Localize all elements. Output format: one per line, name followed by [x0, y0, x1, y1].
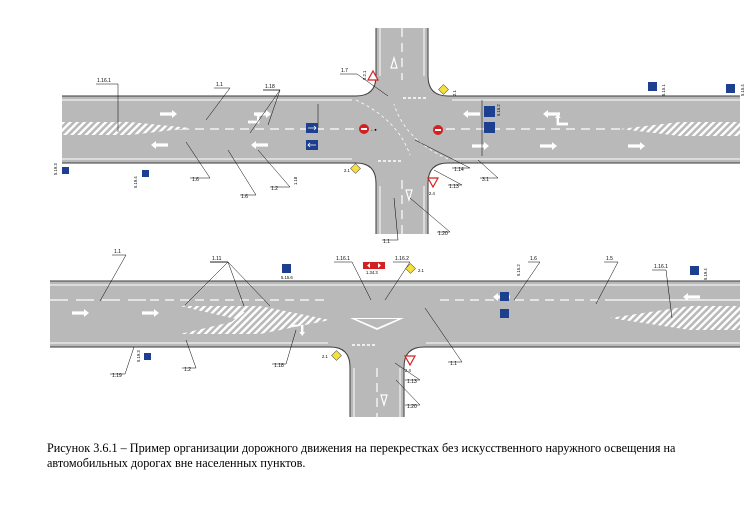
- sign-5-15-1-left: [306, 123, 318, 150]
- label-1-6-b: 1.6: [241, 194, 248, 200]
- bottom-intersection: [50, 280, 740, 417]
- label-b-1-5: 1.5: [606, 256, 613, 262]
- sign-label-5-19-4: 5.19.4: [133, 176, 138, 188]
- sign-5-19-3-left: [62, 167, 69, 174]
- label-1-1: 1.1: [216, 82, 223, 88]
- label-b-1-19: 1.19: [112, 373, 122, 379]
- label-1-18: 1.18: [265, 84, 275, 90]
- svg-text:2.4: 2.4: [429, 191, 435, 196]
- sign-no-entry-left: ←●: [359, 124, 377, 134]
- sign-yield-bottom-road: 2.4: [403, 355, 417, 373]
- svg-text:5.15.2: 5.15.2: [496, 104, 501, 116]
- label-b-1-13: 1.13: [407, 379, 417, 385]
- bottom-label-leaders: [99, 254, 673, 406]
- svg-text:8.2.1: 8.2.1: [362, 70, 367, 80]
- svg-text:2.1: 2.1: [322, 354, 328, 359]
- top-signs: 5.19.3 5.19.4 2.1 ←● 8.2.1 2.1 2.4: [53, 69, 745, 196]
- sign-5-15-4-far: 5.15.4: [726, 84, 745, 96]
- label-b-1-20: 1.20: [407, 404, 417, 410]
- label-b-1-6: 1.6: [530, 256, 537, 262]
- sign-5-15-1-far: 5.15.1: [648, 82, 666, 96]
- svg-text:2.1: 2.1: [418, 268, 424, 273]
- bottom-labels: 1.1 1.11 1.16.1 1.16.2 1.6 1.5 1.16.1 1.…: [112, 249, 668, 410]
- sign-yield-top: 8.2.1: [362, 69, 380, 81]
- bottom-main-road: [50, 281, 740, 347]
- svg-text:5.19.4: 5.19.4: [703, 268, 708, 280]
- svg-text:2.4: 2.4: [405, 368, 411, 373]
- sign-yield-bottom: 2.4: [426, 177, 440, 196]
- svg-text:5.19.3: 5.19.3: [136, 350, 141, 362]
- label-1-13: 1.13: [449, 184, 459, 190]
- sign-priority-bottom-left: 2.1: [322, 350, 342, 361]
- svg-text:1.34.3: 1.34.3: [366, 270, 378, 275]
- label-1-14: 1.14: [454, 167, 464, 173]
- label-1-2: 1.2: [271, 186, 278, 192]
- label-b-1-16-1-b: 1.16.1: [654, 264, 668, 270]
- sign-5-15-6-left: 5.15.6: [281, 264, 293, 280]
- svg-text:5.15.1: 5.15.1: [661, 84, 666, 96]
- label-b-1-16-1: 1.16.1: [336, 256, 350, 262]
- label-b-1-2: 1.2: [184, 367, 191, 373]
- label-b-1-18: 1.18: [274, 363, 284, 369]
- bottom-signs: 5.15.6 1.34.3 2.1 5.15.2 5.19.4 5.19.3 2…: [136, 262, 708, 373]
- label-b-1-1: 1.1: [114, 249, 121, 255]
- svg-text:5.15.4: 5.15.4: [740, 84, 745, 96]
- label-1-16-1: 1.16.1: [97, 78, 111, 84]
- figure-caption: Рисунок 3.6.1 – Пример организации дорож…: [47, 441, 676, 470]
- label-1-7: 1.7: [341, 68, 348, 74]
- label-1-6: 1.6: [192, 177, 199, 183]
- svg-text:←●: ←●: [370, 127, 377, 132]
- intersection-diagram: 1.16.1 1.1 1.18 1.7 1.6 1.2 1.6 1.18 1.1…: [50, 28, 745, 417]
- svg-text:5.15.2: 5.15.2: [516, 264, 521, 276]
- sign-5-19-3-bottom-left: 5.19.3: [136, 350, 151, 362]
- label-b-1-11: 1.11: [212, 256, 222, 262]
- label-1-1-b: 1.1: [383, 239, 390, 245]
- sign-5-15-1-right: 5.15.2: [484, 104, 501, 133]
- label-3-1: 3.1: [482, 177, 489, 183]
- label-b-1-1-b: 1.1: [450, 361, 457, 367]
- sign-chevron-1-34-3: 1.34.3: [363, 262, 385, 275]
- label-b-1-16-2: 1.16.2: [395, 256, 409, 262]
- sign-priority-left: 2.1: [344, 163, 361, 174]
- svg-text:5.15.6: 5.15.6: [281, 275, 293, 280]
- top-intersection: [62, 28, 740, 234]
- sign-priority-top: 2.1: [438, 84, 457, 96]
- top-label-leaders: [96, 73, 499, 241]
- label-1-18-b: 1.18: [293, 176, 298, 185]
- sign-no-entry-right: [433, 125, 443, 135]
- sign-5-19-4-far: 5.19.4: [690, 266, 708, 280]
- top-labels: 1.16.1 1.1 1.18 1.7 1.6 1.2 1.6 1.18 1.1…: [97, 68, 489, 245]
- sign-5-15-2-bottom: 5.15.2: [500, 264, 521, 318]
- svg-text:2.1: 2.1: [452, 90, 457, 96]
- sign-priority-bottom-top: 2.1: [405, 263, 424, 274]
- sign-5-19-4-left: [142, 170, 149, 177]
- sign-label-5-19-3: 5.19.3: [53, 163, 58, 175]
- svg-text:2.1: 2.1: [344, 168, 350, 173]
- label-1-20: 1.20: [438, 231, 448, 237]
